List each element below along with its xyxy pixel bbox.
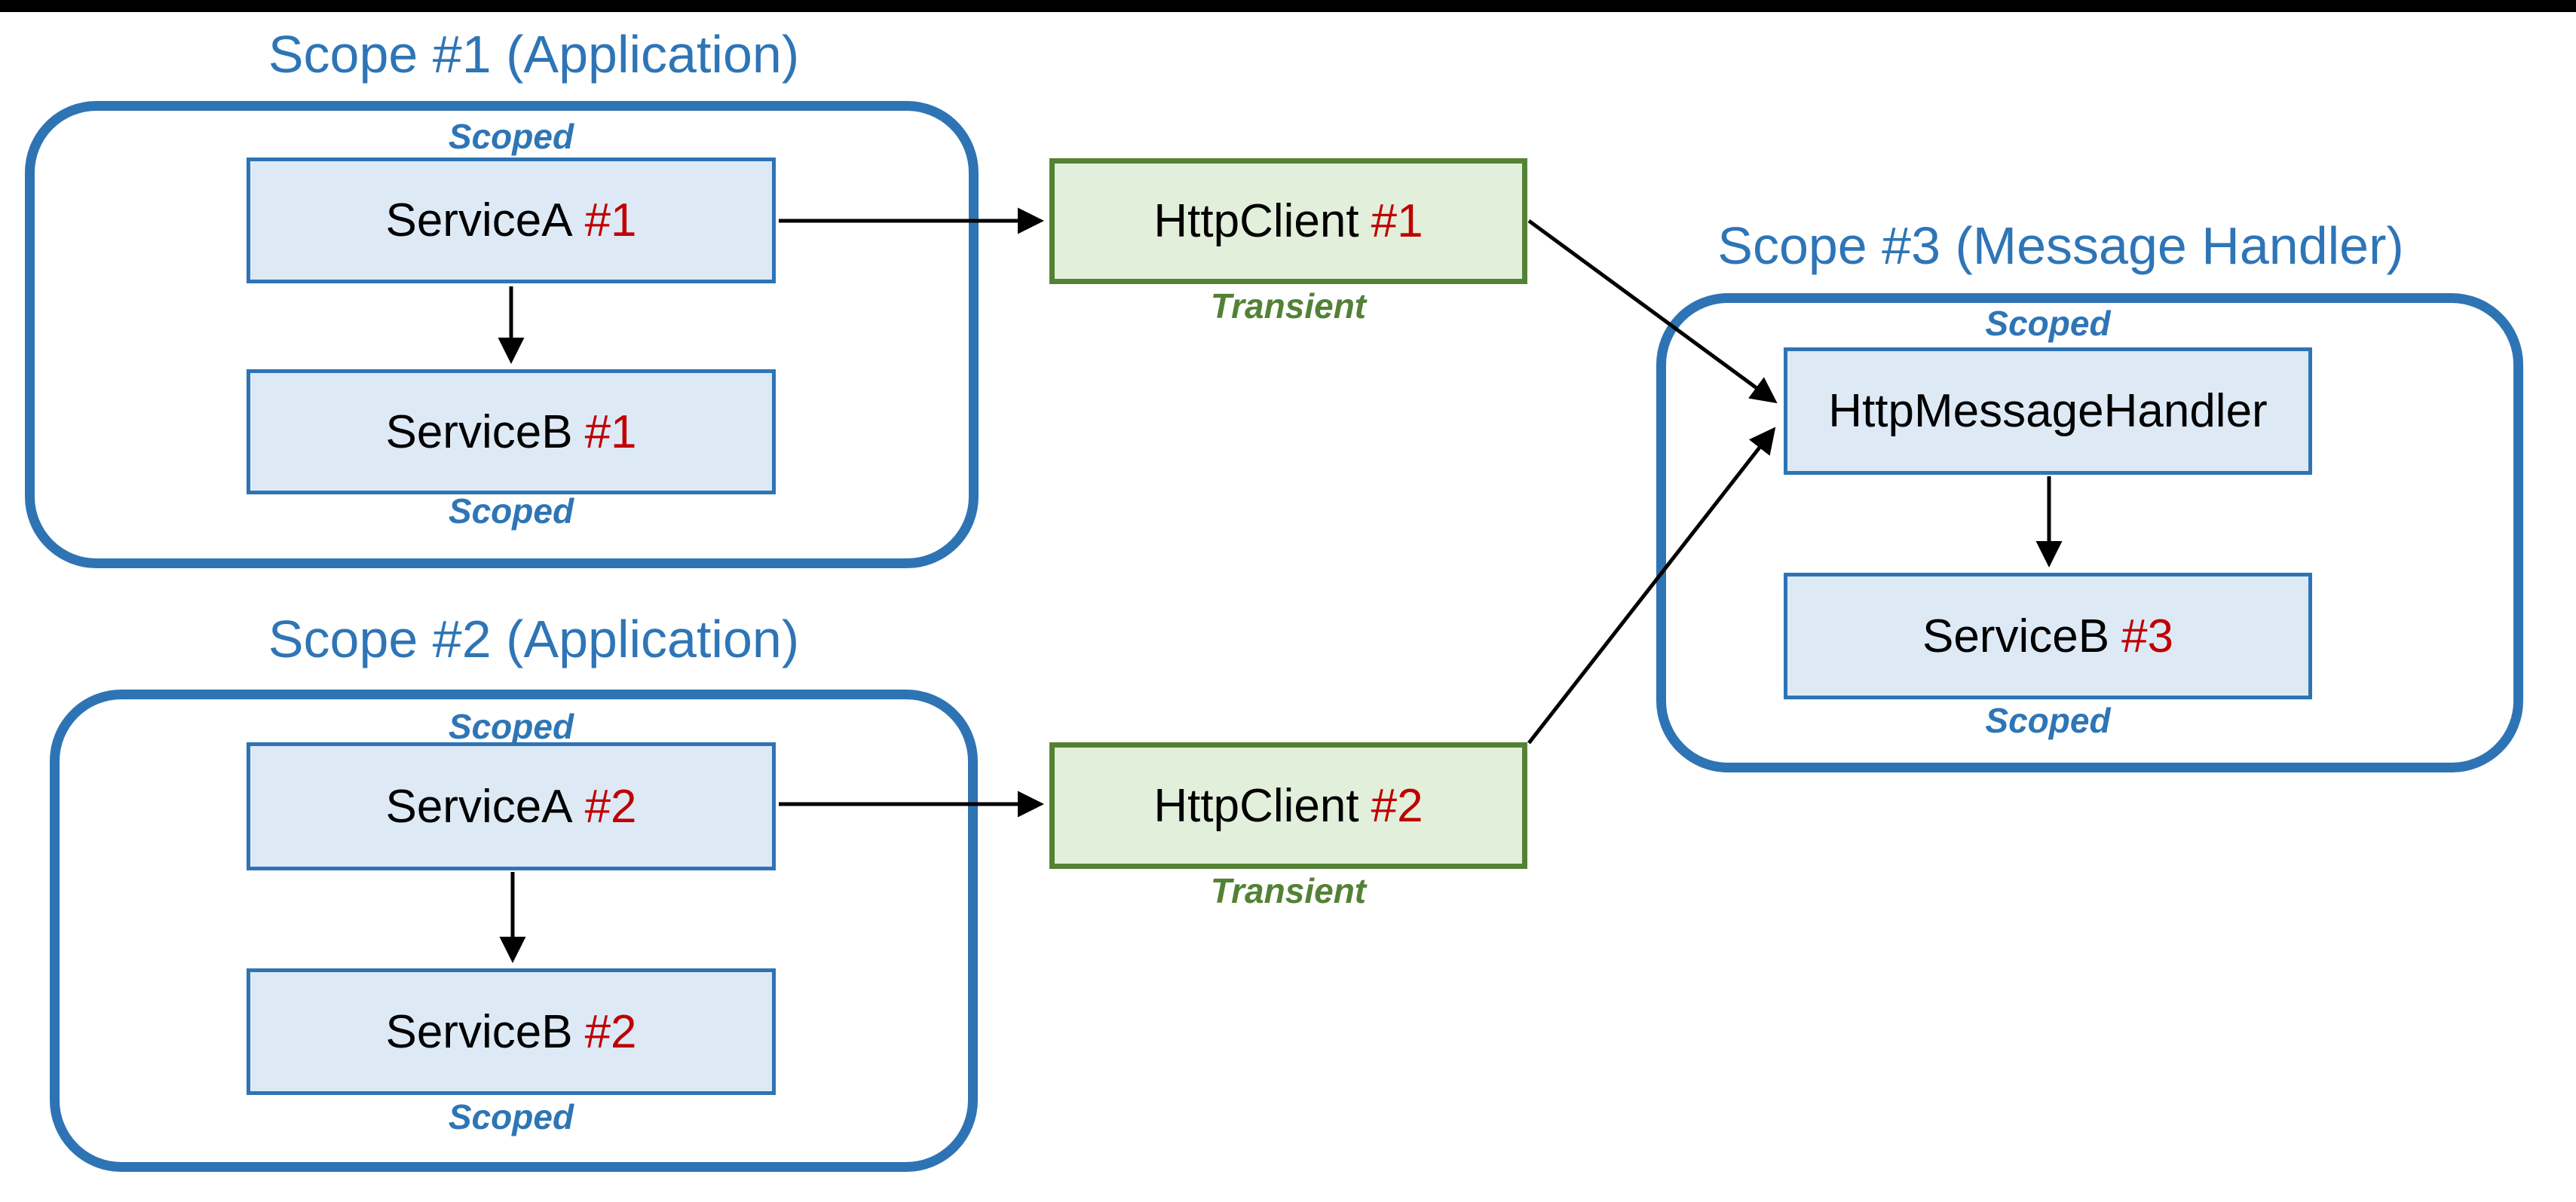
scope1-scoped-label-top: Scoped [448, 117, 574, 156]
node-serviceA1: ServiceA #1 [247, 158, 776, 283]
node-serviceB1-id: #1 [584, 405, 637, 458]
node-httpClient2: HttpClient #2 [1049, 742, 1527, 869]
node-serviceB2-id: #2 [584, 1005, 637, 1058]
scope1-title: Scope #1 (Application) [268, 25, 800, 84]
node-serviceA1-label: ServiceA [385, 194, 573, 246]
scope3-title: Scope #3 (Message Handler) [1717, 216, 2404, 275]
node-httpMessageHandler: HttpMessageHandler [1784, 347, 2312, 475]
node-serviceB3: ServiceB #3 [1784, 573, 2312, 699]
node-serviceA2-id: #2 [584, 780, 637, 833]
scope3-boundary [1656, 293, 2523, 772]
scope1-boundary [25, 101, 979, 568]
node-httpMessageHandler-label: HttpMessageHandler [1828, 385, 2268, 437]
node-serviceB1: ServiceB #1 [247, 369, 776, 494]
scope3-scoped-label-top: Scoped [1985, 304, 2111, 343]
node-serviceA2-label: ServiceA [385, 780, 573, 833]
node-httpClient1-id: #1 [1371, 195, 1423, 247]
node-httpClient1: HttpClient #1 [1049, 158, 1527, 284]
scope2-title: Scope #2 (Application) [268, 610, 800, 668]
scope1-scoped-label-bottom: Scoped [448, 491, 574, 531]
node-httpClient2-label: HttpClient [1153, 779, 1359, 832]
letterbox-bar [0, 0, 2576, 12]
node-serviceA2: ServiceA #2 [247, 742, 776, 870]
node-serviceB1-label: ServiceB [385, 405, 573, 458]
scope2-scoped-label-bottom: Scoped [448, 1097, 574, 1136]
node-httpClient2-id: #2 [1371, 779, 1423, 832]
node-serviceB3-id: #3 [2121, 610, 2174, 662]
scope2-scoped-label-top: Scoped [448, 707, 574, 746]
node-serviceB2-label: ServiceB [385, 1005, 573, 1058]
node-serviceA1-id: #1 [584, 194, 637, 246]
httpClient1-transient-label: Transient [1210, 286, 1367, 326]
httpClient2-transient-label: Transient [1210, 871, 1367, 910]
scope2-boundary [50, 690, 978, 1172]
scope3-scoped-label-bottom: Scoped [1985, 701, 2111, 740]
node-httpClient1-label: HttpClient [1153, 195, 1359, 247]
node-serviceB3-label: ServiceB [1922, 610, 2110, 662]
node-serviceB2: ServiceB #2 [247, 968, 776, 1095]
